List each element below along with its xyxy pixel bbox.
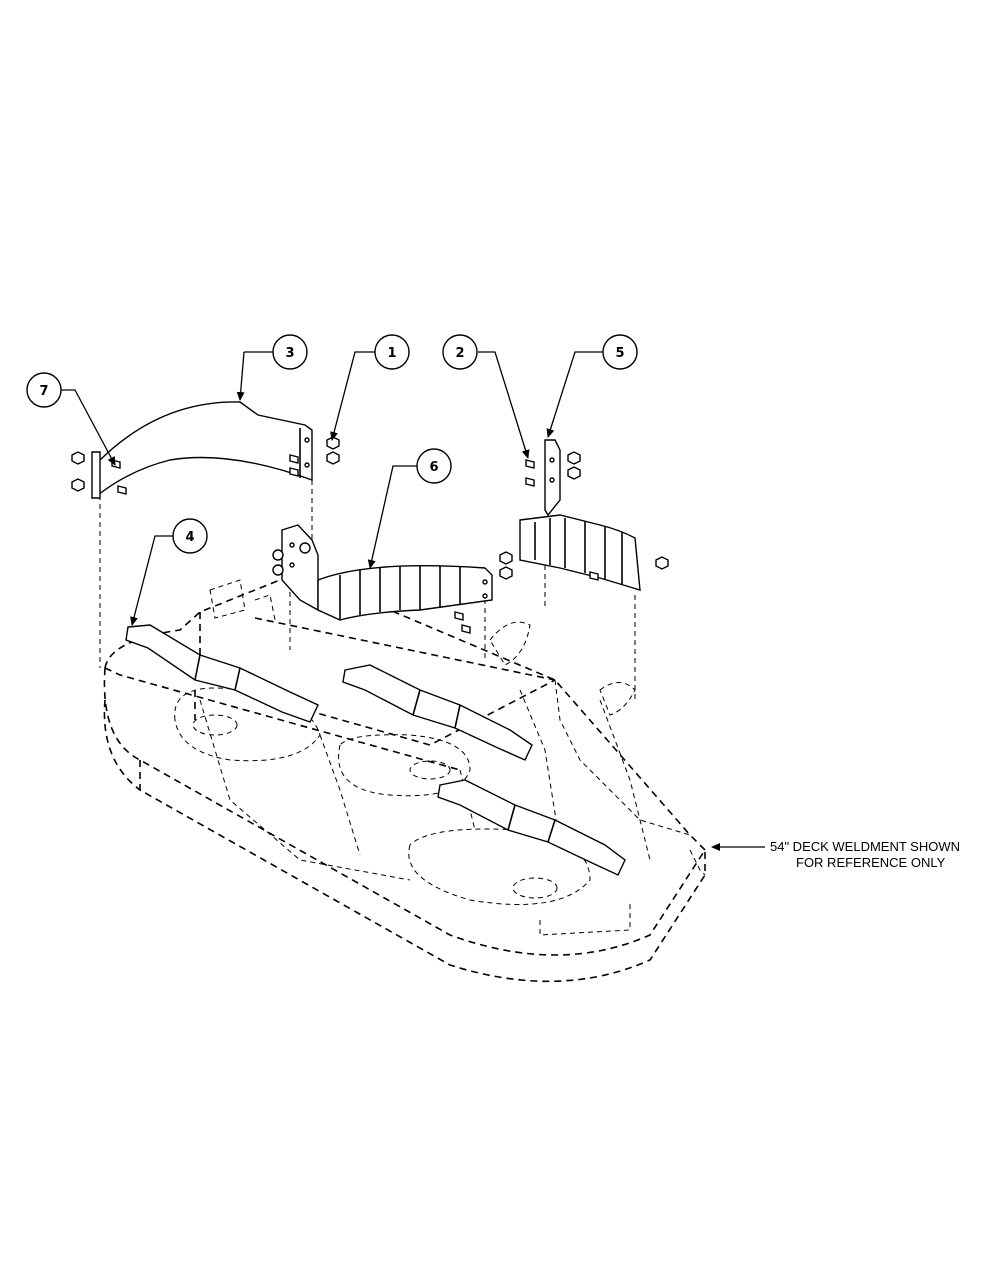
callout-4: 4 (172, 518, 208, 554)
callout-3-label: 3 (285, 346, 294, 361)
leader-3 (236, 351, 245, 401)
callout-1-label: 1 (387, 346, 396, 361)
callout-6: 6 (416, 448, 452, 484)
reference-note-line-2: FOR REFERENCE ONLY (796, 855, 946, 870)
callout-7: 7 (26, 372, 62, 408)
callout-5-label: 5 (615, 346, 624, 361)
part-6-center-baffle (272, 524, 513, 634)
leader-2 (478, 351, 530, 459)
callout-5: 5 (602, 334, 638, 370)
leader-6 (367, 465, 418, 569)
reference-note: 54" DECK WELDMENT SHOWN FOR REFERENCE ON… (770, 839, 960, 870)
callout-6-label: 6 (429, 460, 438, 475)
part-5-right-baffle (519, 439, 669, 591)
leader-7 (60, 389, 116, 466)
part-7-hardware (71, 451, 127, 499)
callout-1: 1 (374, 334, 410, 370)
part-2-bolts (525, 459, 535, 487)
callout-7-label: 7 (39, 384, 48, 399)
leader-lines (60, 351, 765, 851)
part-4-blades (125, 624, 626, 876)
reference-note-line-1: 54" DECK WELDMENT SHOWN (770, 839, 960, 854)
part-3-rear-baffle (97, 401, 313, 497)
callout-2-label: 2 (455, 346, 464, 361)
callout-3: 3 (272, 334, 308, 370)
leader-5 (546, 351, 604, 438)
leader-4 (130, 535, 174, 626)
callout-2: 2 (442, 334, 478, 370)
callout-4-label: 4 (185, 530, 194, 545)
leader-1 (330, 351, 376, 441)
